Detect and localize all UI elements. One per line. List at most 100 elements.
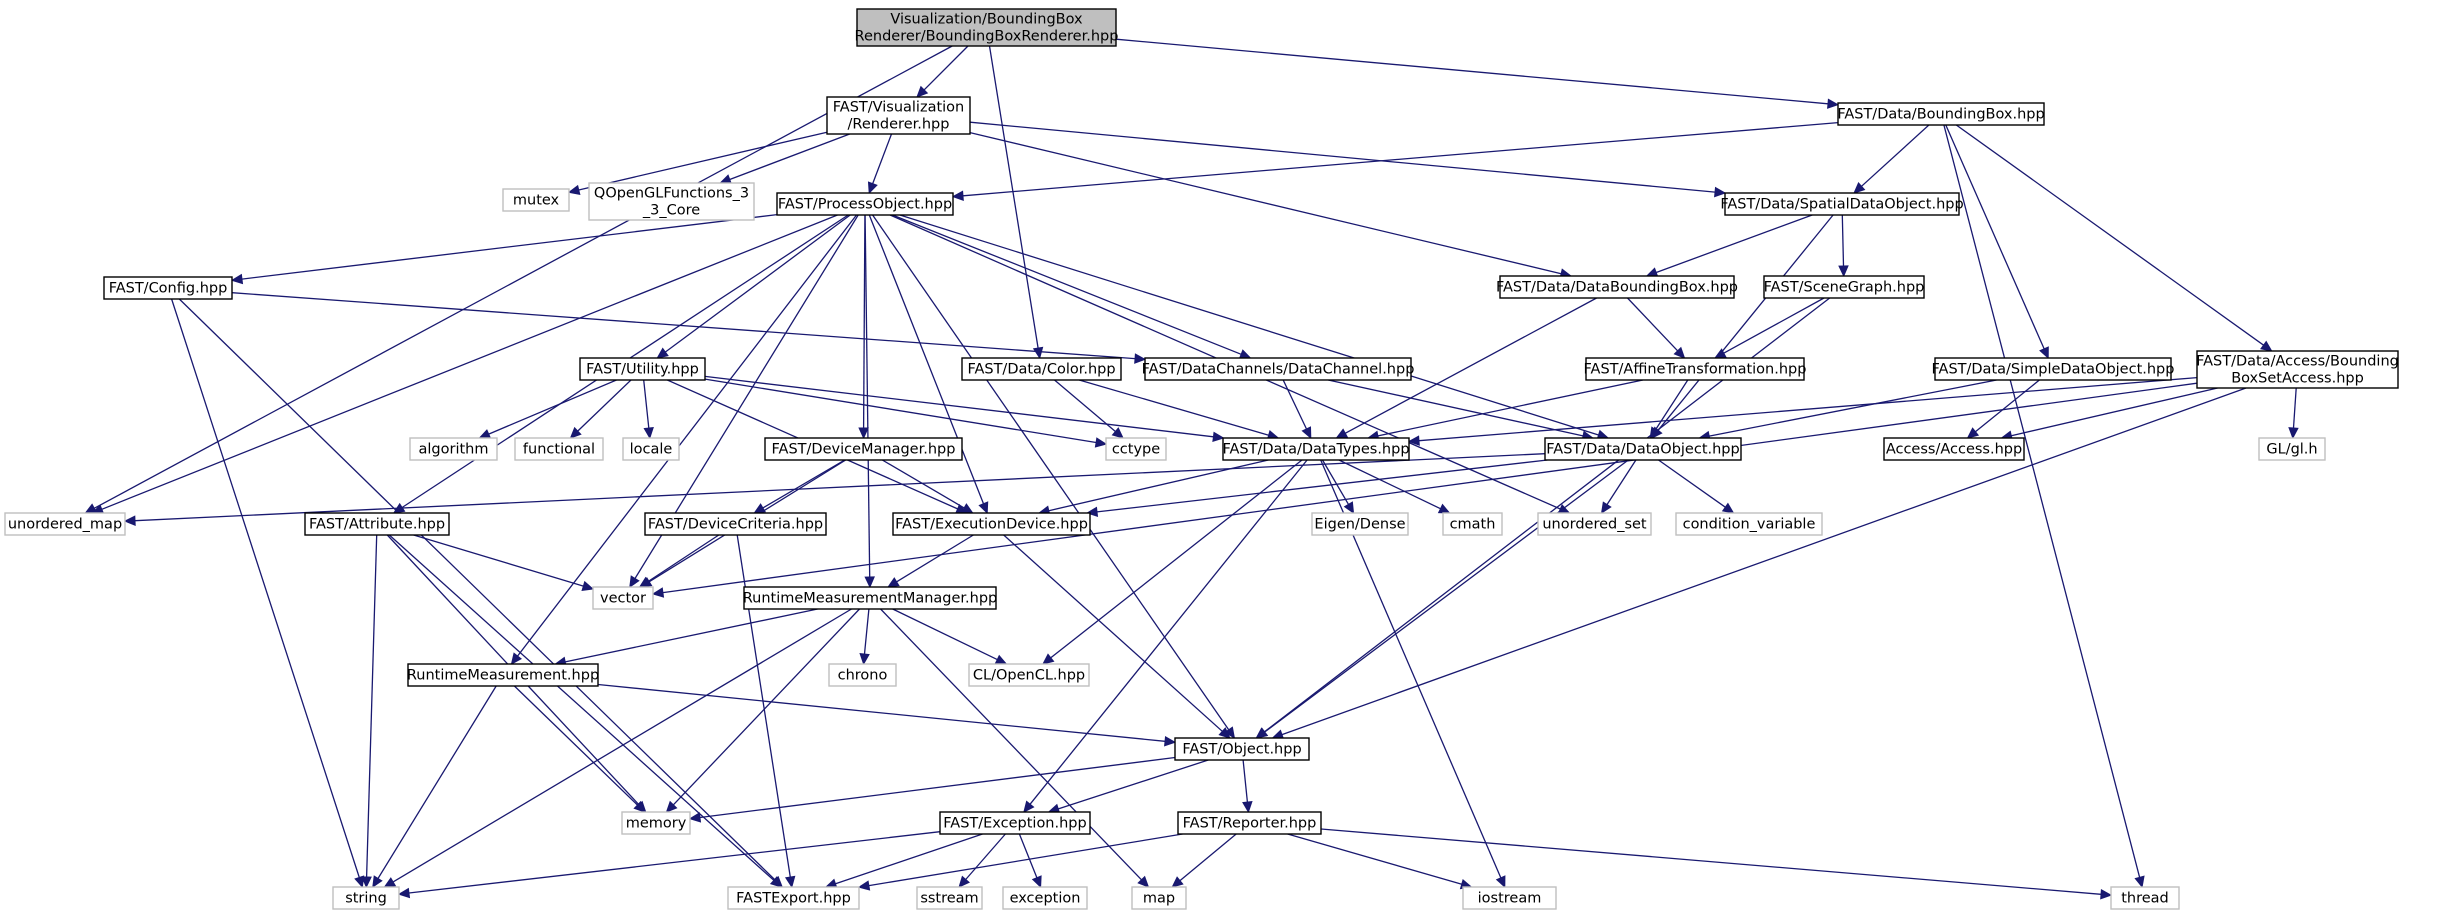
arrowhead: [2100, 888, 2113, 900]
edge-line: [672, 608, 860, 806]
arrowhead: [1673, 346, 1686, 359]
node-exception_h[interactable]: FAST/Exception.hpp: [939, 811, 1091, 835]
node-simpledataobject[interactable]: FAST/Data/SimpleDataObject.hpp: [1932, 357, 2175, 381]
node-color[interactable]: FAST/Data/Color.hpp: [961, 357, 1122, 381]
node-label: thread: [2121, 891, 2169, 907]
node-processobject[interactable]: FAST/ProcessObject.hpp: [776, 192, 954, 216]
edge-line: [1048, 459, 1269, 512]
edge-line: [662, 382, 2198, 594]
node-rtm[interactable]: RuntimeMeasurement.hpp: [407, 663, 599, 687]
node-access[interactable]: Access/Access.hpp: [1883, 437, 2025, 461]
edge-line: [1338, 459, 1441, 510]
node-devicecriteria[interactable]: FAST/DeviceCriteria.hpp: [644, 512, 827, 536]
edge-line: [392, 608, 852, 883]
node-rtmm[interactable]: RuntimeMeasurementManager.hpp: [743, 586, 998, 610]
arrowhead: [1085, 506, 1099, 518]
edge-line: [872, 214, 1230, 731]
node-box: [2258, 437, 2326, 461]
node-opencl: CL/OpenCL.hpp: [968, 663, 1090, 687]
node-spatialdataobject[interactable]: FAST/Data/SpatialDataObject.hpp: [1720, 192, 1964, 216]
edge-line: [1054, 379, 1116, 432]
edge-line: [923, 45, 969, 91]
edge-renderer-to-mutex: [567, 131, 828, 196]
edge-datatypes-to-opencl: [1042, 459, 1303, 665]
node-unordered_map: unordered_map: [4, 512, 126, 536]
edge-line: [962, 121, 1839, 197]
node-datatypes[interactable]: FAST/Data/DataTypes.hpp: [1222, 437, 1410, 461]
node-bboxaccess[interactable]: FAST/Data/Access/BoundingBoxSetAccess.hp…: [2196, 350, 2399, 389]
edge-devicemanager-to-executiondevice: [881, 459, 974, 514]
edge-devicemanager-to-devicecriteria: [753, 459, 846, 514]
node-box: [743, 586, 997, 610]
node-box: [1105, 437, 1167, 461]
node-label: memory: [626, 816, 687, 832]
arrowhead: [1218, 727, 1231, 739]
edge-processobject-to-executiondevice: [868, 214, 989, 515]
edge-line: [1841, 214, 1845, 267]
arrowhead: [1301, 426, 1312, 440]
node-box: [1499, 275, 1735, 299]
node-label: map: [1143, 891, 1175, 907]
node-label: Renderer/BoundingBoxRenderer.hpp: [855, 29, 1119, 45]
arrowhead: [510, 652, 523, 665]
edge-rtmm-to-memory: [665, 608, 860, 813]
node-root[interactable]: Visualization/BoundingBoxRenderer/Boundi…: [855, 8, 1119, 47]
node-affine[interactable]: FAST/AffineTransformation.hpp: [1584, 357, 1807, 381]
node-box: [1934, 357, 2172, 381]
node-utility[interactable]: FAST/Utility.hpp: [579, 357, 706, 381]
node-box: [916, 886, 983, 910]
edge-datatypes-to-exception_h: [1023, 459, 1308, 813]
edge-line: [892, 214, 1242, 355]
node-box: [856, 8, 1117, 47]
node-box: [1462, 886, 1557, 910]
edge-simpledataobject-to-access: [1966, 379, 2040, 439]
node-boundingbox[interactable]: FAST/Data/BoundingBox.hpp: [1837, 102, 2045, 126]
edge-dataobject-to-executiondevice: [1085, 459, 1548, 518]
node-box: [1002, 886, 1088, 910]
node-box: [826, 96, 971, 135]
node-label: functional: [523, 442, 595, 458]
arrowhead: [1242, 801, 1253, 814]
node-thread: thread: [2110, 886, 2180, 910]
node-datachannel[interactable]: FAST/DataChannels/DataChannel.hpp: [1142, 357, 1415, 381]
edge-dataobject-to-object: [1255, 459, 1629, 739]
node-attribute[interactable]: FAST/Attribute.hpp: [304, 512, 450, 536]
node-scenegraph[interactable]: FAST/SceneGraph.hpp: [1763, 275, 1925, 299]
node-box: [1537, 512, 1652, 536]
arrowhead: [769, 876, 783, 888]
node-box: [514, 437, 604, 461]
edge-line: [1282, 379, 1308, 430]
edge-processobject-to-rtmm: [864, 214, 875, 589]
edge-line: [377, 685, 497, 879]
edge-line: [101, 214, 838, 510]
arrowhead: [859, 653, 870, 666]
arrowhead: [629, 575, 640, 589]
edge-line: [1018, 833, 1038, 878]
edge-boundingbox-to-simpledataobject: [1945, 124, 2049, 360]
node-devicemanager[interactable]: FAST/DeviceManager.hpp: [764, 437, 963, 461]
node-cmath: cmath: [1442, 512, 1503, 536]
edge-line: [1029, 459, 1308, 805]
node-renderer[interactable]: FAST/Visualization/Renderer.hpp: [826, 96, 971, 135]
edge-renderer-to-processobject: [867, 133, 893, 195]
edge-databoundingbox-to-affine: [1627, 297, 1686, 359]
node-reporter[interactable]: FAST/Reporter.hpp: [1177, 811, 1322, 835]
edge-line: [1709, 379, 1997, 437]
edge-attribute-to-vector: [413, 534, 595, 591]
edge-line: [868, 214, 985, 504]
node-executiondevice[interactable]: FAST/ExecutionDevice.hpp: [892, 512, 1091, 536]
arrowhead: [960, 503, 974, 514]
node-dataobject[interactable]: FAST/Data/DataObject.hpp: [1544, 437, 1742, 461]
node-fastexport: FASTExport.hpp: [727, 886, 860, 910]
node-map: map: [1131, 886, 1187, 910]
node-label: sstream: [920, 891, 978, 907]
node-label: FAST/Data/DataBoundingBox.hpp: [1496, 280, 1738, 296]
node-object[interactable]: FAST/Object.hpp: [1174, 737, 1310, 761]
arrowhead: [567, 184, 581, 196]
node-config[interactable]: FAST/Config.hpp: [103, 276, 233, 300]
node-databoundingbox[interactable]: FAST/Data/DataBoundingBox.hpp: [1496, 275, 1738, 299]
arrowhead: [1335, 428, 1349, 439]
edge-line: [1264, 459, 1629, 733]
node-label: BoxSetAccess.hpp: [2231, 371, 2364, 387]
edge-line: [516, 214, 858, 657]
